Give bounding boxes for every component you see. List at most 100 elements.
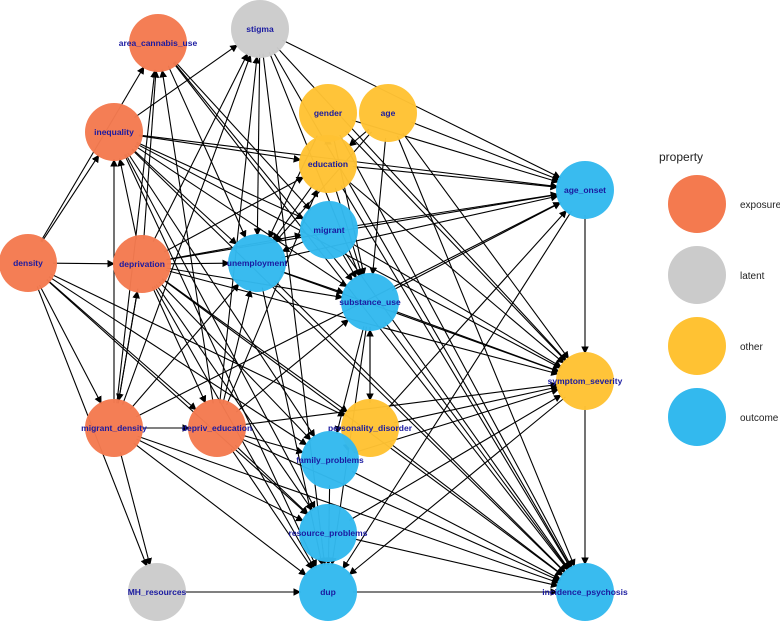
node-education[interactable]: education [299,135,357,193]
node-circle-unemployment [228,234,286,292]
edge-inequality-to-stigma [134,44,239,119]
node-depriv_education[interactable]: depriv_education [182,399,252,457]
node-label-age: age [381,108,396,118]
legend-swatch-outcome [668,388,726,446]
node-circle-age [359,84,417,142]
edge-age-to-symptom_severity [402,132,570,360]
edge-migrant_density-to-incidence_psychosis [137,435,560,585]
edge-migrant-to-symptom_severity [350,242,563,368]
node-circle-deprivation [113,235,171,293]
node-label-inequality: inequality [94,127,134,137]
edge-deprivation-to-resource_problems [155,284,314,512]
node-circle-migrant [300,201,358,259]
legend-label-latent: latent [740,271,765,282]
node-stigma[interactable]: stigma [231,0,289,58]
edge-density-to-resource_problems [46,279,309,516]
node-circle-area_cannabis_use [129,14,187,72]
edge-age_onset-to-dup [342,210,572,570]
legend-title: property [659,150,703,164]
edge-education-to-symptom_severity [346,179,565,365]
edge-density-to-family_problems [48,276,308,446]
legend-swatch-latent [668,246,726,304]
edge-depriv_education-to-unemployment [222,289,253,404]
edge-depriv_education-to-incidence_psychosis [239,437,561,582]
edge-age-to-age_onset [411,121,561,181]
node-inequality[interactable]: inequality [85,103,143,161]
legend-label-other: other [740,342,763,353]
legend-label-outcome: outcome [740,413,779,424]
edge-inequality-to-resource_problems [125,153,316,510]
node-circle-density [0,234,57,292]
edge-migrant-to-age_onset [353,191,559,227]
edge-substance_use-to-symptom_severity [393,310,560,373]
edge-migrant_density-to-resource_problems [136,438,305,522]
edge-age-to-education [348,128,370,147]
edge-migrant_density-to-MH_resources [119,452,152,567]
node-circle-dup [299,563,357,621]
node-label-substance_use: substance_use [339,297,401,307]
node-age[interactable]: age [359,84,417,142]
edge-gender-to-incidence_psychosis [339,134,573,569]
edge-deprivation-to-depriv_education [151,286,207,404]
node-migrant[interactable]: migrant [300,201,358,259]
edge-deprivation-to-area_cannabis_use [143,69,160,240]
node-age_onset[interactable]: age_onset [556,161,614,219]
node-gender[interactable]: gender [299,84,357,142]
edge-symptom_severity-to-dup [348,396,567,576]
node-circle-MH_resources [128,563,186,621]
edge-resource_problems-to-incidence_psychosis [352,538,559,588]
edge-inequality-to-substance_use [134,145,348,288]
edge-inequality-to-dup [124,154,318,568]
node-label-dup: dup [320,587,336,597]
node-circle-education [299,135,357,193]
node-circle-migrant_density [85,399,143,457]
node-MH_resources[interactable]: MH_resources [128,563,187,621]
edge-substance_use-to-family_problems [334,326,365,434]
node-label-deprivation: deprivation [119,259,165,269]
node-circle-symptom_severity [556,352,614,410]
edge-age-to-incidence_psychosis [397,135,576,568]
node-personality_disorder[interactable]: personality_disorder [328,399,413,457]
legend-swatch-exposure [668,175,726,233]
node-migrant_density[interactable]: migrant_density [81,399,147,457]
node-circle-resource_problems [299,504,357,562]
node-circle-stigma [231,0,289,58]
node-circle-gender [299,84,357,142]
node-deprivation[interactable]: deprivation [113,235,171,293]
node-symptom_severity[interactable]: symptom_severity [548,352,623,410]
edge-depriv_education-to-area_cannabis_use [159,69,214,404]
node-label-symptom_severity: symptom_severity [548,376,623,386]
node-incidence_psychosis[interactable]: incidence_psychosis [542,563,628,621]
edge-substance_use-to-incidence_psychosis [384,321,570,571]
node-area_cannabis_use[interactable]: area_cannabis_use [119,14,198,72]
node-circle-substance_use [341,273,399,331]
node-label-area_cannabis_use: area_cannabis_use [119,38,198,48]
edge-deprivation-to-family_problems [158,281,312,441]
edge-inequality-to-migrant [136,141,305,220]
edge-density-to-depriv_education [46,279,198,411]
node-substance_use[interactable]: substance_use [339,273,401,331]
node-label-migrant_density: migrant_density [81,423,147,433]
edge-density-to-migrant_density [39,284,103,405]
node-circle-inequality [85,103,143,161]
edge-deprivation-to-personality_disorder [161,278,349,413]
edge-depriv_education-to-resource_problems [234,444,309,515]
node-unemployment[interactable]: unemployment [227,234,288,292]
edge-substance_use-to-age_onset [391,201,562,291]
edge-depriv_education-to-substance_use [235,318,350,413]
node-density[interactable]: density [0,234,57,292]
node-resource_problems[interactable]: resource_problems [289,504,368,562]
edge-density-to-inequality [41,154,100,243]
edge-depriv_education-to-family_problems [240,434,305,455]
edge-density-to-area_cannabis_use [40,65,145,242]
edge-migrant_density-to-unemployment [129,283,240,410]
edge-depriv_education-to-stigma [219,55,261,404]
edge-personality_disorder-to-age_onset [386,209,568,410]
node-circle-incidence_psychosis [556,563,614,621]
node-label-unemployment: unemployment [227,258,288,268]
node-circle-personality_disorder [341,399,399,457]
node-family_problems[interactable]: family_problems [296,431,364,489]
edge-depriv_education-to-symptom_severity [241,381,559,426]
edges-layer [36,39,589,596]
node-dup[interactable]: dup [299,563,357,621]
